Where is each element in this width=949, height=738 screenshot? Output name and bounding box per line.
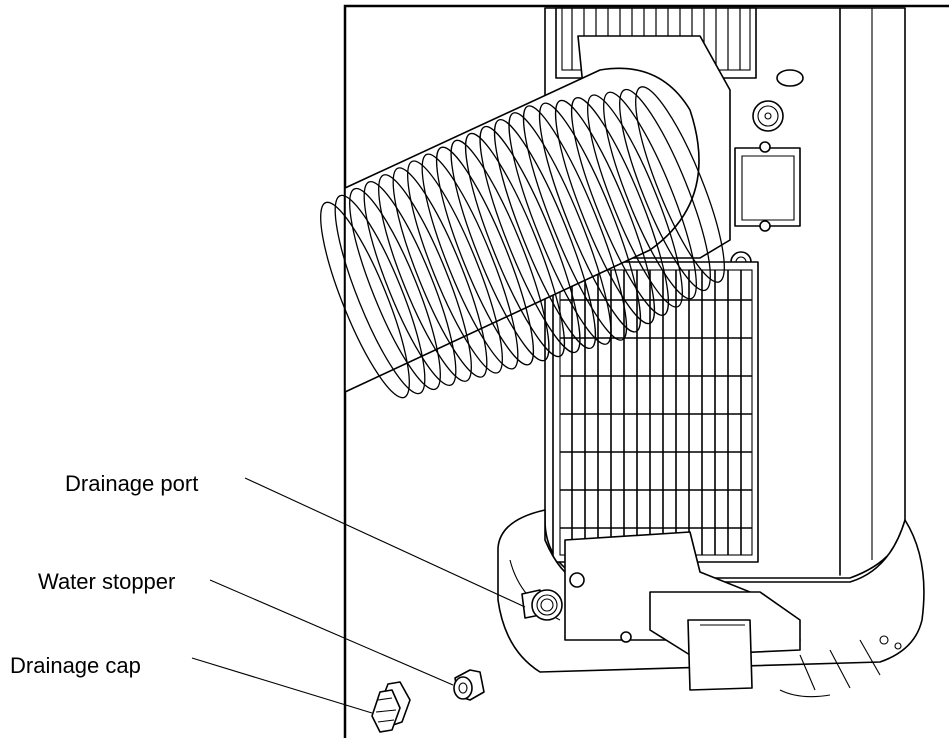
hose-rib bbox=[635, 86, 725, 283]
hose-rib bbox=[619, 88, 711, 292]
air-conditioner-unit bbox=[497, 7, 925, 698]
hose-rib bbox=[508, 112, 612, 345]
hose-rib bbox=[464, 132, 566, 358]
hose-rib bbox=[603, 91, 697, 300]
hose-rib bbox=[320, 201, 410, 399]
hose-rib bbox=[450, 139, 550, 362]
water-stopper-label: Water stopper bbox=[38, 569, 175, 594]
drainage-port-label: Drainage port bbox=[65, 471, 198, 496]
round-button bbox=[752, 100, 784, 132]
hose-rib bbox=[421, 153, 519, 370]
lower-grille bbox=[552, 261, 759, 563]
hose-rib bbox=[571, 97, 669, 316]
hose-rib bbox=[407, 160, 503, 374]
water-stopper-part bbox=[453, 669, 485, 701]
hose-rib bbox=[392, 167, 488, 378]
hose-rib bbox=[479, 125, 581, 354]
hose-rib bbox=[587, 94, 683, 308]
hose-rib bbox=[522, 105, 628, 341]
leader-line-drainage-cap bbox=[191, 657, 373, 714]
drainage-cap-part bbox=[371, 681, 411, 733]
unit-base bbox=[497, 509, 925, 698]
access-panel bbox=[734, 141, 801, 232]
exhaust-hose bbox=[320, 35, 731, 399]
hose-rib bbox=[554, 99, 656, 325]
leader-line-drainage-port bbox=[244, 477, 526, 608]
hose-rib bbox=[436, 146, 534, 366]
oval-indicator bbox=[776, 69, 804, 87]
hose-rib bbox=[334, 194, 426, 395]
leader-line-water-stopper bbox=[209, 579, 454, 686]
hose-rib bbox=[378, 174, 472, 382]
drainage-port-fitting bbox=[521, 589, 563, 621]
hose-rib bbox=[363, 180, 457, 387]
drainage-cap-label: Drainage cap bbox=[10, 653, 141, 678]
hose-rib bbox=[493, 119, 597, 349]
wall-outline bbox=[343, 4, 949, 738]
hose-rib bbox=[349, 187, 441, 391]
hose-rib bbox=[538, 102, 642, 333]
